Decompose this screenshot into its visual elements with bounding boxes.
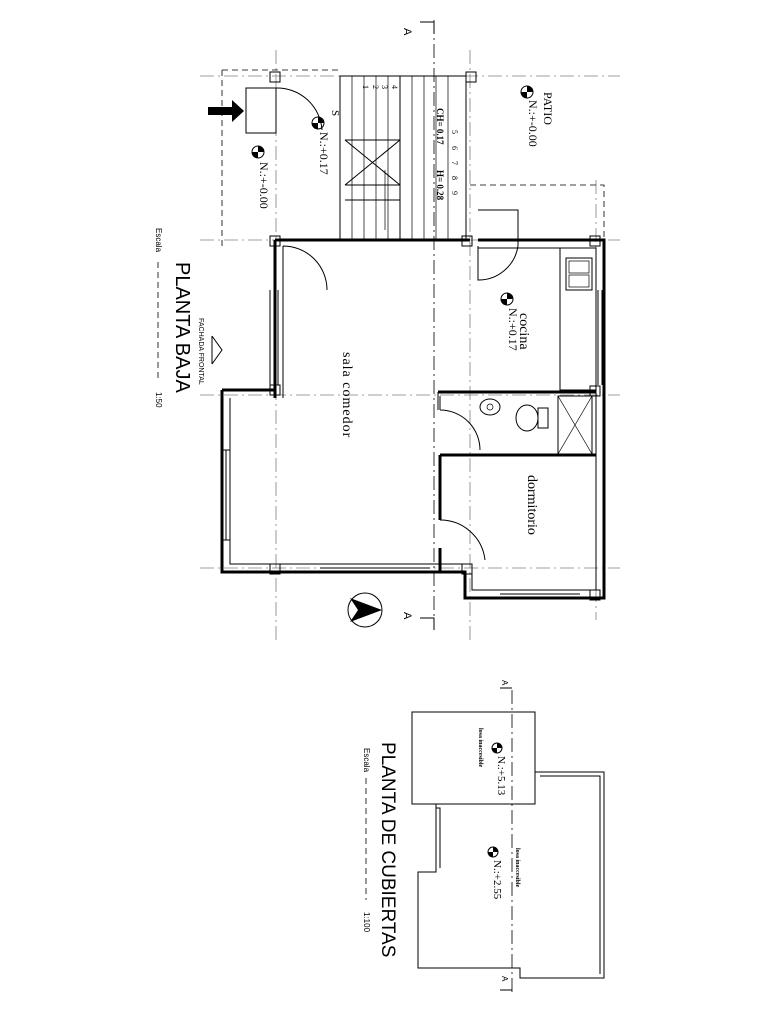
- door-sala: [282, 245, 328, 291]
- stair: S CH= 0.17 H= 0.28 1 2 3 4 5 6 7 8 9: [329, 75, 467, 241]
- window-facade: [269, 290, 279, 385]
- door-kitchen: [477, 209, 519, 281]
- level-marker-entrance-outer: N.:+-0.00: [251, 145, 271, 209]
- svg-text:N.:+-0.00: N.:+-0.00: [526, 100, 540, 147]
- patio-outline: [221, 69, 605, 248]
- window-front: [222, 449, 230, 541]
- exterior-wall: [220, 238, 606, 600]
- window-dorm: [500, 593, 580, 599]
- stair-step-numbers: 1 2 3 4 5 6 7 8 9: [361, 85, 459, 195]
- entrance-door: [245, 87, 277, 134]
- svg-text:N.:+2.55: N.:+2.55: [491, 860, 503, 900]
- bath-fixtures: [479, 395, 593, 455]
- facade-label: FACHADA FRONTAL: [197, 318, 204, 385]
- planta-cubiertas-drawing: A A losa inaccesible N.:+5.13 losa inacc…: [362, 680, 605, 995]
- planta-cubiertas-scale-value: 1:100: [362, 912, 371, 933]
- planta-baja-drawing: S CH= 0.17 H= 0.28 1 2 3 4 5 6 7 8 9: [154, 20, 620, 640]
- svg-text:N.:+0.17: N.:+0.17: [317, 132, 331, 175]
- grid-axes: [200, 50, 620, 640]
- level-marker-patio: N.:+-0.00: [520, 85, 540, 147]
- roof-lower-slab: [417, 771, 605, 979]
- svg-text:A: A: [401, 612, 413, 620]
- planta-baja-title: PLANTA BAJA: [171, 262, 193, 393]
- stair-h-label: H= 0.28: [435, 170, 445, 201]
- exterior-wall-inner: [229, 247, 597, 591]
- level-marker-roof-lower: N.:+2.55: [487, 846, 503, 900]
- room-label-cocina: cocina: [516, 313, 531, 350]
- room-label-patio: PATIO: [541, 92, 555, 125]
- svg-text:4: 4: [390, 85, 399, 89]
- svg-text:N.:+-0.00: N.:+-0.00: [257, 162, 271, 209]
- level-marker-cocina: N.:+0.17: [500, 292, 520, 351]
- planta-baja-scale-value: 1:50: [154, 392, 163, 408]
- stair-up-marker: S: [329, 110, 341, 116]
- door-bath: [439, 396, 481, 451]
- planta-baja-scale-label: Escala: [154, 228, 163, 253]
- svg-text:5: 5: [450, 130, 459, 134]
- room-label-dormitorio: dormitorio: [524, 475, 539, 535]
- svg-text:8: 8: [450, 176, 459, 180]
- svg-text:3: 3: [380, 85, 389, 89]
- svg-text:6: 6: [450, 146, 459, 150]
- level-marker-roof-upper: N.:+5.13: [491, 742, 507, 796]
- entrance-arrow-icon: [208, 100, 244, 122]
- svg-text:A: A: [401, 28, 413, 36]
- window-kitchen: [597, 290, 603, 385]
- roof-upper-slab: [411, 711, 536, 805]
- planta-cubiertas-scale-label: Escala: [362, 748, 371, 773]
- svg-text:7: 7: [450, 161, 459, 165]
- kitchen-sink: [565, 257, 593, 291]
- wall-kitchen: [559, 248, 596, 391]
- roof-lower-slab-label: losa inaccesible: [514, 848, 520, 888]
- svg-text:2: 2: [371, 85, 380, 89]
- north-arrow-icon: [347, 592, 383, 628]
- svg-text:9: 9: [450, 191, 459, 195]
- svg-text:N.:+0.17: N.:+0.17: [506, 308, 520, 351]
- room-label-sala-comedor: sala comedor: [339, 352, 354, 438]
- stair-ch-label: CH= 0.17: [435, 108, 445, 145]
- door-dorm: [439, 519, 486, 561]
- facade-arrow-icon: [211, 335, 223, 365]
- svg-text:A: A: [500, 680, 509, 686]
- svg-text:1: 1: [361, 85, 370, 89]
- svg-text:A: A: [500, 976, 509, 982]
- section-line-a: A A: [401, 20, 435, 630]
- planta-cubiertas-title: PLANTA DE CUBIERTAS: [377, 742, 398, 957]
- level-marker-entrance-inner: N.:+0.17: [311, 116, 331, 175]
- svg-text:N.:+5.13: N.:+5.13: [495, 756, 507, 796]
- roof-upper-slab-label: losa inaccesible: [477, 728, 483, 768]
